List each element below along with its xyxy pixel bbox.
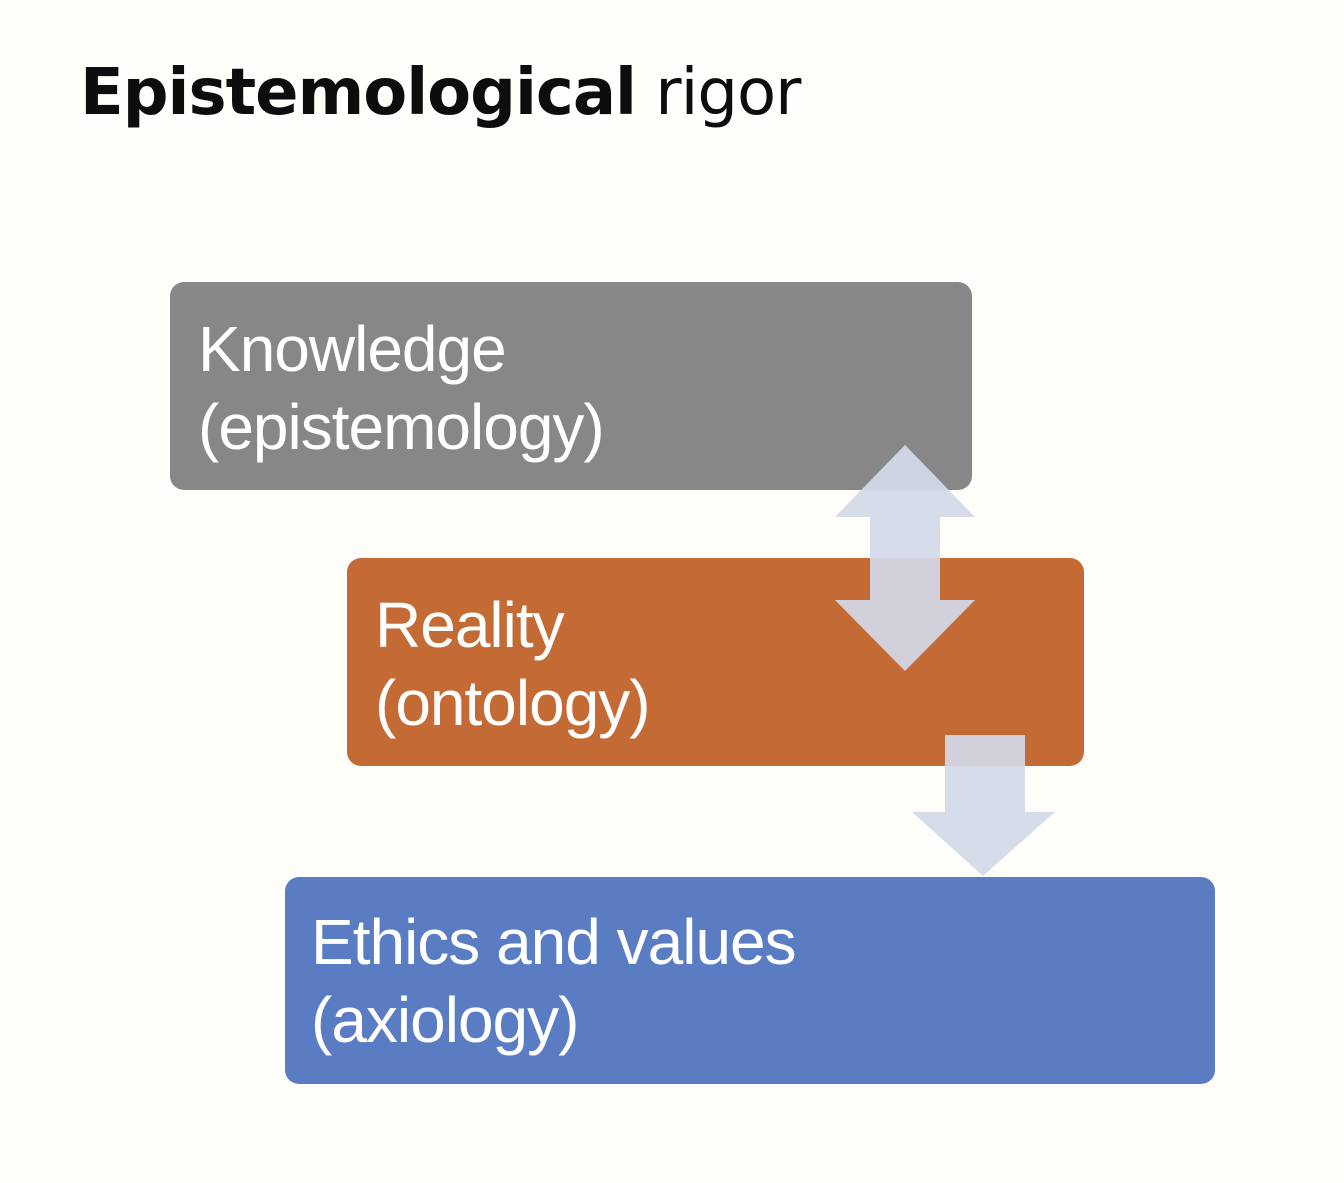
ethics-sublabel: (axiology) (311, 984, 579, 1056)
reality-sublabel: (ontology) (375, 667, 651, 739)
ethics-box: Ethics and values (axiology) (285, 877, 1215, 1084)
reality-box: Reality (ontology) (347, 558, 1084, 766)
ethics-label: Ethics and values (311, 906, 797, 978)
title-regular: rigor (635, 56, 801, 130)
knowledge-label: Knowledge (198, 313, 507, 385)
down-arrow-icon (912, 735, 1055, 876)
slide-title: Epistemological rigor (80, 56, 801, 130)
double-arrow-icon (835, 445, 975, 671)
reality-label: Reality (375, 589, 565, 661)
knowledge-sublabel: (epistemology) (198, 391, 605, 463)
title-bold: Epistemological (80, 56, 637, 130)
knowledge-box: Knowledge (epistemology) (170, 282, 972, 490)
